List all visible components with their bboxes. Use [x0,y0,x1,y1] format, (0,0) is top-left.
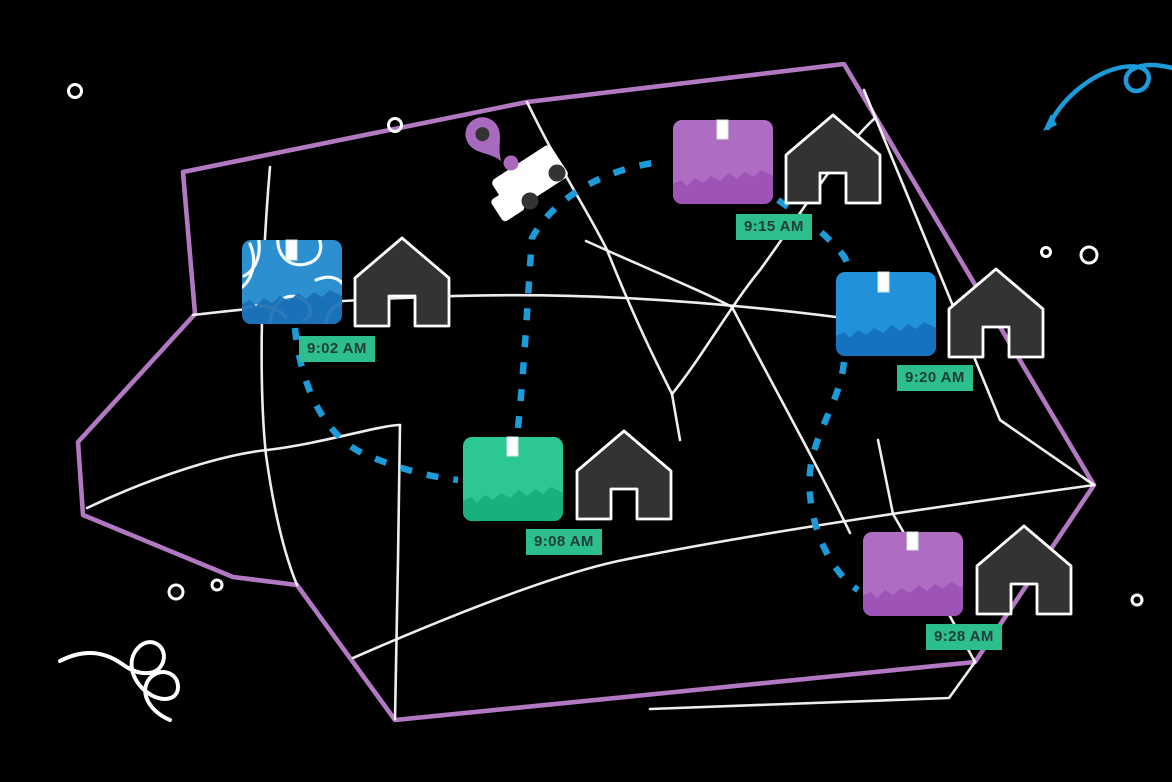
package-tape [506,436,519,457]
package-tape [716,119,729,140]
package-torn-edge [242,290,342,324]
package-tape [906,531,919,551]
ring-decorations [67,83,1144,607]
ring-decoration [210,578,224,592]
time-badge-915: 9:15 AM [736,214,812,240]
package-torn-edge [836,322,936,356]
ring-decoration [1079,245,1099,265]
pin-center-dot [475,127,490,142]
package-902 [242,239,342,324]
street [648,660,977,711]
truck-cab [491,188,525,222]
time-badge-928: 9:28 AM [926,624,1002,650]
package-torn-edge [673,170,773,204]
package-torn-edge [463,487,563,521]
package-tape [285,239,298,261]
package-torn-edge [863,582,963,616]
map-boundary [75,61,1097,723]
truck-accent-dot [503,155,519,171]
location-pin-icon [465,117,502,162]
package-tape [877,271,890,293]
time-badge-920: 9:20 AM [897,365,973,391]
house-icon [947,267,1045,359]
squiggle-blue-arrowhead [1043,114,1057,131]
street [393,423,402,721]
route-leg-2 [514,158,661,429]
squiggle-white [58,640,181,722]
package-908 [463,436,563,521]
ring-decoration [387,117,403,133]
house-icon [353,236,451,328]
street [584,239,852,535]
street [862,88,1096,487]
ring-decoration [167,583,185,601]
package-920 [836,271,936,356]
squiggle-blue [1045,62,1172,131]
house-icon [575,429,673,521]
route-leg-1 [291,327,459,484]
truck-wheel [521,192,539,210]
street [85,423,402,510]
route-leg-4 [806,361,860,593]
delivery-truck-icon [491,145,568,222]
ring-decoration [1040,246,1052,258]
ring-decoration [1130,593,1144,607]
street [260,165,299,587]
street [351,483,1096,660]
delivery-route [291,158,860,593]
package-928 [863,531,963,616]
package-915 [673,119,773,204]
truck-wheel [548,164,566,182]
time-badge-908: 9:08 AM [526,529,602,555]
ring-decoration [67,83,83,99]
route-leg-3 [776,197,854,274]
time-badge-902: 9:02 AM [299,336,375,362]
